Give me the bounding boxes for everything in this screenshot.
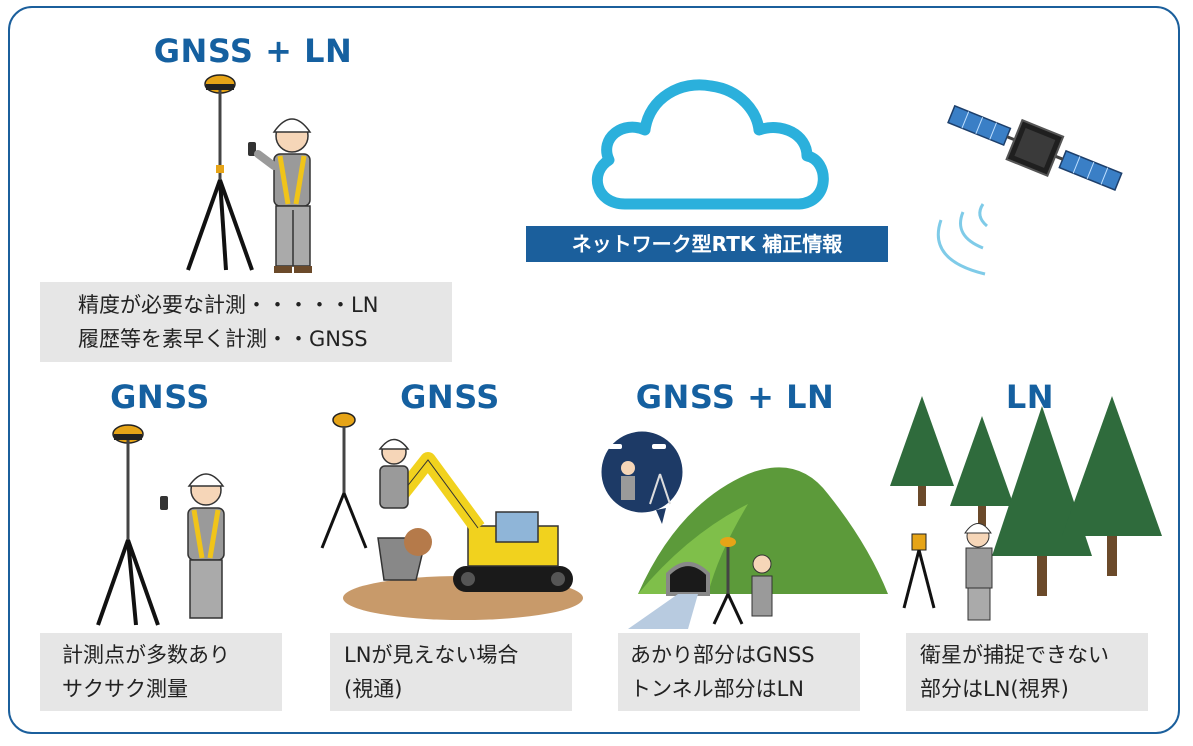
panel-4-forest-illustration <box>890 396 1162 621</box>
panel-3-note: あかり部分はGNSS トンネル部分はLN <box>618 633 860 711</box>
panel-2-excavator-illustration <box>320 412 583 620</box>
panel-2-note: LNが見えない場合 (視通) <box>330 633 572 711</box>
panel-4-heading: LN <box>1005 378 1055 416</box>
top-note: 精度が必要な計測・・・・・LN 履歴等を素早く計測・・GNSS <box>40 282 452 362</box>
panel-3-note-line-1: あかり部分はGNSS <box>630 643 815 667</box>
top-heading: GNSS + LN <box>153 32 353 70</box>
panel-4-note-line-2: 部分はLN(視界) <box>920 677 1069 701</box>
panel-2-note-line-2: (視通) <box>344 677 403 701</box>
panel-3-heading: GNSS + LN <box>635 378 835 416</box>
panel-1-surveyor-illustration <box>96 424 225 626</box>
panel-1-heading: GNSS <box>110 378 210 416</box>
panel-4-note-line-1: 衛星が捕捉できない <box>920 643 1109 667</box>
panel-1-note-line-1: 計測点が多数あり <box>62 643 230 667</box>
panel-3-note-line-2: トンネル部分はLN <box>630 677 804 701</box>
diagram-frame <box>8 6 1180 734</box>
cloud-icon <box>591 79 829 210</box>
panel-1-note-line-2: サクサク測量 <box>62 677 188 701</box>
network-rtk-label: ネットワーク型RTK 補正情報 <box>526 226 888 262</box>
top-note-line-2: 履歴等を素早く計測・・GNSS <box>78 327 368 351</box>
panel-2-note-line-1: LNが見えない場合 <box>344 643 519 667</box>
gnss-surveyor-illustration <box>186 74 312 273</box>
panel-1-note: 計測点が多数あり サクサク測量 <box>40 633 282 711</box>
panel-3-tunnel-illustration <box>598 428 888 629</box>
signal-waves-icon <box>936 203 989 276</box>
panel-4-note: 衛星が捕捉できない 部分はLN(視界) <box>906 633 1148 711</box>
panel-2-heading: GNSS <box>400 378 500 416</box>
satellite-icon <box>947 104 1123 191</box>
top-note-line-1: 精度が必要な計測・・・・・LN <box>78 293 379 317</box>
